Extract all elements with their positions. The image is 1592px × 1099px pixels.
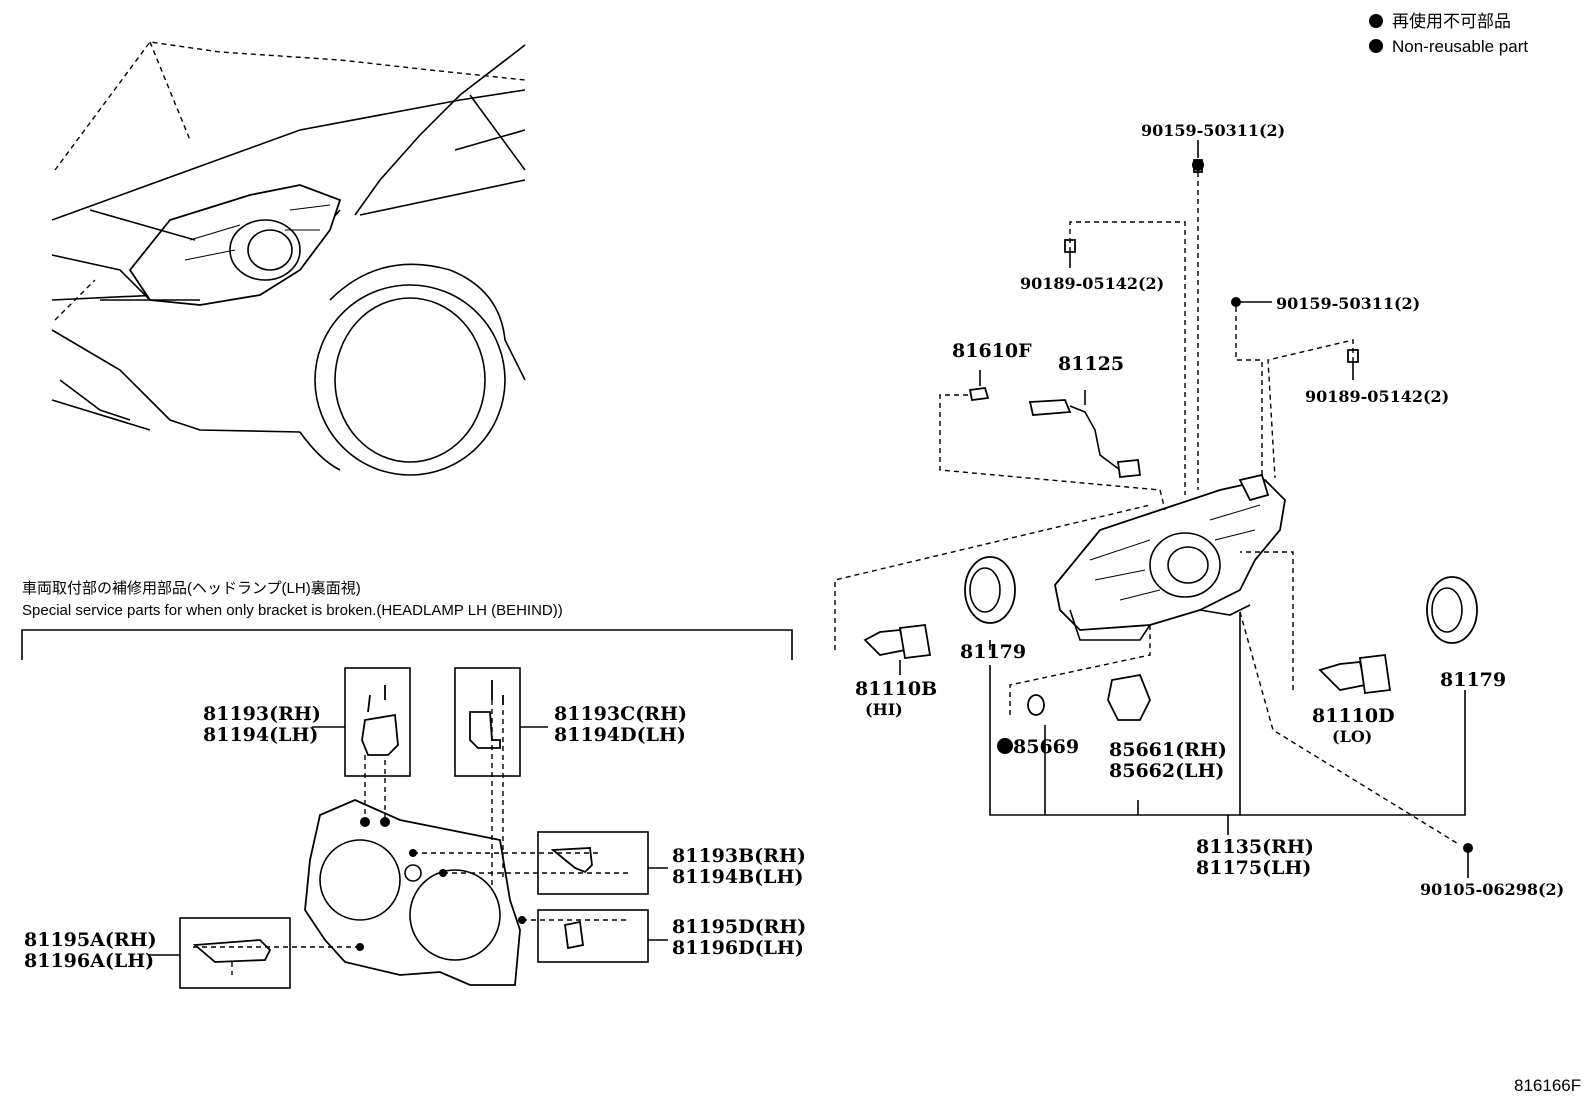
- legend-jp: 再使用不可部品: [1392, 11, 1511, 31]
- legend: 再使用不可部品 Non-reusable part: [1369, 11, 1528, 56]
- label-81179-right: 81179: [1440, 669, 1506, 691]
- label-90105: 90105-06298(2): [1420, 880, 1564, 899]
- label-81194b-lh: 81194B(LH): [672, 866, 803, 888]
- bracket-box-81193b: [537, 831, 649, 895]
- label-81195a-rh: 81195A(RH): [24, 929, 157, 951]
- label-81175-lh: 81175(LH): [1196, 857, 1311, 879]
- bulb-hi: [863, 629, 907, 656]
- label-81196a-lh: 81196A(LH): [24, 950, 154, 972]
- label-81110b: 81110B: [855, 678, 937, 700]
- label-81110d: 81110D: [1312, 705, 1395, 727]
- clip-icon: [1064, 239, 1076, 253]
- label-81125: 81125: [1058, 353, 1124, 375]
- screw-icon: [1231, 297, 1241, 307]
- bracket-box-81195a: [179, 917, 291, 989]
- special-note-en: Special service parts for when only brac…: [22, 602, 563, 619]
- non-reusable-dot-icon: [1369, 14, 1383, 28]
- label-81179-left: 81179: [960, 641, 1026, 663]
- bulb-lo: [1318, 661, 1367, 691]
- non-reusable-dot-icon: [997, 738, 1013, 754]
- label-85661-rh: 85661(RH): [1109, 739, 1227, 761]
- non-reusable-dot-icon: [1369, 39, 1383, 53]
- label-lo: (LO): [1332, 727, 1372, 746]
- headlamp-exploded-view: [834, 140, 1478, 878]
- label-81193-rh: 81193(RH): [203, 703, 321, 725]
- label-81194d-lh: 81194D(LH): [554, 724, 686, 746]
- legend-en: Non-reusable part: [1392, 37, 1528, 56]
- socket-81610f: [968, 387, 990, 401]
- label-81135-rh: 81135(RH): [1196, 836, 1314, 858]
- cap-81179-left: [964, 556, 1016, 624]
- harness-81125: [1028, 399, 1072, 416]
- label-81610f: 81610F: [952, 340, 1032, 362]
- label-81193b-rh: 81193B(RH): [672, 845, 806, 867]
- cap-81179-right: [1426, 576, 1478, 644]
- special-note-jp: 車両取付部の補修用部品(ヘッドランプ(LH)裏面視): [22, 579, 361, 597]
- label-81195d-rh: 81195D(RH): [672, 916, 806, 938]
- label-85669: 85669: [1013, 736, 1079, 758]
- label-81193c-rh: 81193C(RH): [554, 703, 687, 725]
- label-81196d-lh: 81196D(LH): [672, 937, 804, 959]
- screw-icon: [1463, 843, 1473, 853]
- label-90159-top: 90159-50311(2): [1141, 121, 1285, 140]
- label-81194-lh: 81194(LH): [203, 724, 318, 746]
- clip-icon: [1347, 349, 1359, 363]
- label-85662-lh: 85662(LH): [1109, 760, 1224, 782]
- label-90189-right: 90189-05142(2): [1305, 387, 1449, 406]
- label-hi: (HI): [865, 700, 903, 719]
- bracket-box-81193c: [454, 667, 521, 777]
- label-90189-top: 90189-05142(2): [1020, 274, 1164, 293]
- label-90159-right: 90159-50311(2): [1276, 294, 1420, 313]
- actuator-85661: [1107, 673, 1151, 721]
- headlamp-back-housing: [304, 799, 521, 986]
- gasket-85669: [1027, 694, 1045, 716]
- headlamp-unit: [1054, 479, 1286, 631]
- bracket-box-81195d: [537, 909, 649, 963]
- car-front-illustration: [51, 41, 526, 476]
- bracket-box-81193: [344, 667, 411, 777]
- figure-id: 816166F: [1514, 1076, 1581, 1095]
- bracket-subdiagram: [148, 667, 668, 989]
- special-parts-bracket-line: [21, 629, 793, 660]
